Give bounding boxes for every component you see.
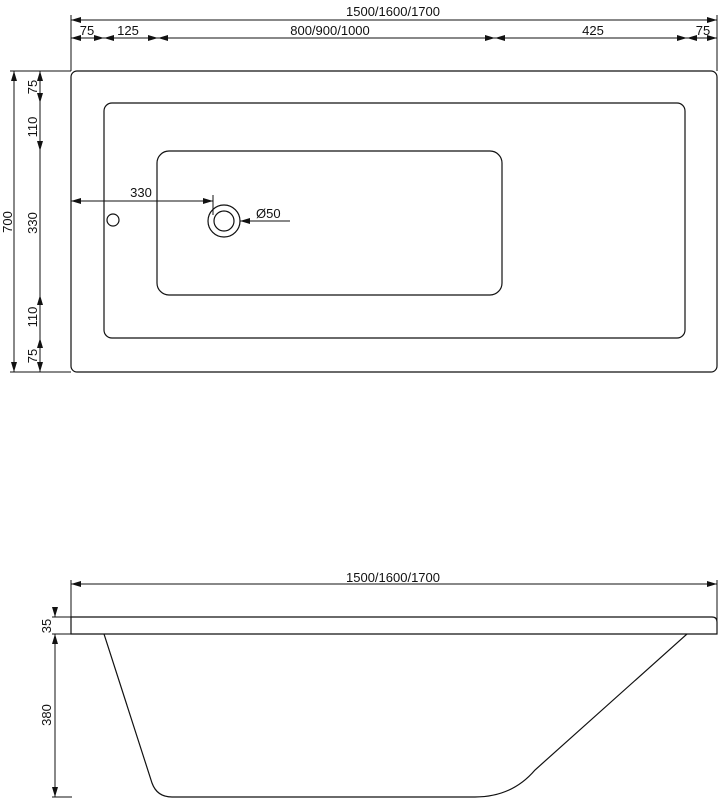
outer-rim — [70, 70, 718, 373]
inner-rim — [103, 102, 686, 339]
width-segment-label: 110 — [25, 117, 40, 138]
segment-label: 425 — [582, 23, 604, 38]
width-segment-label: 75 — [25, 349, 40, 363]
segment-label: 75 — [80, 23, 94, 38]
drain-offset-label: 330 — [130, 185, 152, 200]
overall-width-label: 700 — [0, 211, 15, 233]
top-view: 1500/1600/1700 75 125 800/900/1000 425 7… — [0, 4, 718, 373]
width-segment-label: 75 — [25, 80, 40, 94]
overflow-hole — [106, 213, 120, 227]
basin — [156, 150, 503, 296]
drain-diameter-label: Ø50 — [256, 206, 281, 221]
rim-profile — [70, 616, 718, 635]
drain-inner — [213, 210, 235, 232]
side-view: 1500/1600/1700 35 380 — [39, 570, 718, 798]
body-depth-label: 380 — [39, 704, 54, 726]
segment-label: 125 — [117, 23, 139, 38]
segment-label: 800/900/1000 — [290, 23, 370, 38]
side-length-label: 1500/1600/1700 — [346, 570, 440, 585]
body-profile — [103, 633, 688, 798]
width-segment-label: 330 — [25, 212, 40, 234]
segment-label: 75 — [696, 23, 710, 38]
rim-height-label: 35 — [39, 619, 54, 633]
width-segment-label: 110 — [25, 307, 40, 328]
overall-length-label: 1500/1600/1700 — [346, 4, 440, 19]
